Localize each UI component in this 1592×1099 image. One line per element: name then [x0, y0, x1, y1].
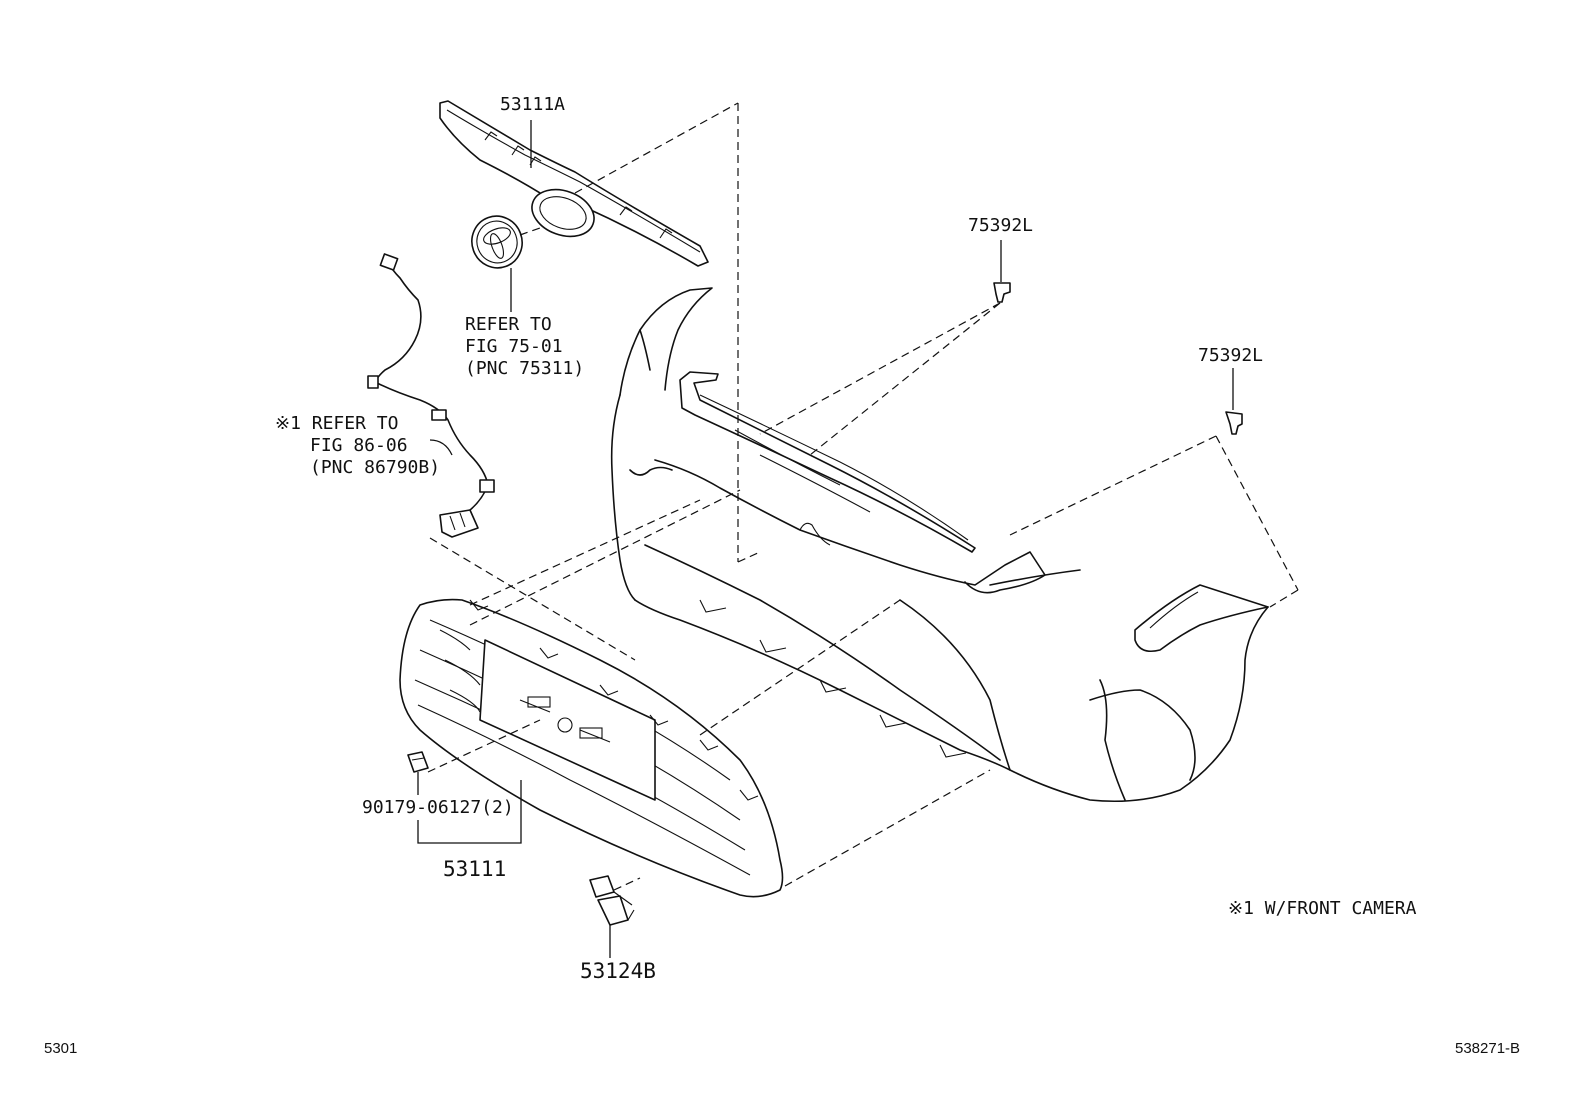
emblem-icon	[471, 215, 523, 269]
label-53111: 53111	[443, 857, 506, 881]
page-code: 5301	[44, 1040, 77, 1057]
label-75392l-top: 75392L	[968, 215, 1033, 236]
emblem-ref-line3: (PNC 75311)	[465, 358, 584, 379]
bumper-cover	[610, 287, 1269, 803]
label-75392l-right: 75392L	[1198, 345, 1263, 366]
label-53111a: 53111A	[500, 94, 565, 115]
nut-icon	[407, 751, 429, 773]
emblem-ref-line1: REFER TO	[465, 314, 552, 335]
upper-grille-molding	[439, 100, 709, 267]
camera-ref-line2: FIG 86-06	[310, 435, 408, 456]
lower-grille	[399, 598, 784, 898]
front-camera-harness	[367, 253, 495, 538]
illustration-code: 538271-B	[1455, 1040, 1520, 1057]
label-53124b: 53124B	[580, 959, 656, 983]
emblem-ref-line2: FIG 75-01	[465, 336, 563, 357]
assembly-dashed-lines	[427, 102, 1299, 891]
bracket-icon	[589, 875, 635, 926]
clip-icon	[993, 282, 1243, 435]
camera-ref-line3: (PNC 86790B)	[310, 457, 440, 478]
footnote: ※1 W/FRONT CAMERA	[1228, 898, 1417, 919]
label-nut: 90179-06127(2)	[362, 797, 514, 818]
camera-ref-line1: ※1 REFER TO	[275, 413, 398, 434]
